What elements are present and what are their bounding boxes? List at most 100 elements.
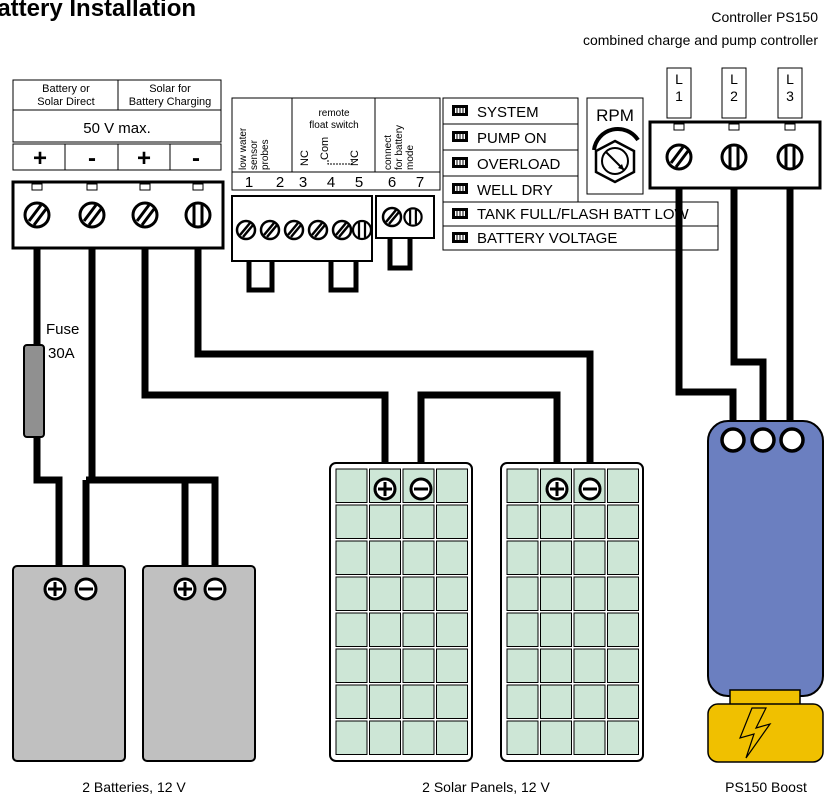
motor-label-l1-letter: L <box>675 71 683 87</box>
panels-caption: 2 Solar Panels, 12 V <box>422 779 550 795</box>
solar-cell <box>540 612 572 647</box>
solar-cell <box>369 612 401 647</box>
solar-cell <box>369 684 401 719</box>
controller-name: Controller PS150 <box>711 9 818 25</box>
solar-cell <box>335 720 368 755</box>
solar-cell <box>607 576 639 611</box>
solar-cell <box>540 720 572 755</box>
solar-cell <box>607 612 639 647</box>
fuse: Fuse 30A <box>23 321 79 438</box>
motor-label-l1-number: 1 <box>675 88 683 104</box>
motor-label-l3-number: 3 <box>786 88 794 104</box>
fuse-rating: 30A <box>48 345 75 362</box>
solar-cell <box>436 648 468 683</box>
solar-cell <box>506 504 539 539</box>
solar-cell <box>607 468 639 503</box>
wires <box>33 188 794 583</box>
motor-label-l2-number: 2 <box>730 88 738 104</box>
solar-cell <box>607 504 639 539</box>
solar-cell <box>607 648 639 683</box>
solar-cell <box>506 684 539 719</box>
signal-terminal-block <box>231 195 435 293</box>
solar-cell <box>369 504 401 539</box>
indicator-overload: OVERLOAD <box>477 156 561 173</box>
motor-terminal-block <box>648 120 822 190</box>
solar-cell <box>402 540 435 575</box>
battery-1 <box>12 565 126 762</box>
solar-cell <box>540 648 572 683</box>
solar-cell <box>436 576 468 611</box>
max-voltage-label: 50 V max. <box>83 120 151 137</box>
sensor-label-3: probes <box>260 139 271 170</box>
batteries-caption: 2 Batteries, 12 V <box>82 779 186 795</box>
battery-mode-label-3: mode <box>405 145 416 170</box>
solar-cell <box>335 468 368 503</box>
solar-cell <box>540 504 572 539</box>
solar-cell <box>436 468 468 503</box>
solar-cell <box>436 684 468 719</box>
sensor-label-2: sensor <box>249 139 260 170</box>
rpm-knob: RPM <box>586 97 644 195</box>
solar-cell <box>573 540 606 575</box>
controller-subtitle: combined charge and pump controller <box>583 32 818 48</box>
solar-cell <box>540 540 572 575</box>
signal-terminal-header: low water sensor probes remote float swi… <box>231 97 441 191</box>
solar-cell <box>436 540 468 575</box>
solar-cell <box>402 612 435 647</box>
motor-terminal-labels: L 1 L 2 L 3 <box>666 67 803 119</box>
solar-cell <box>335 648 368 683</box>
solar-cell <box>402 720 435 755</box>
solar-cell <box>335 504 368 539</box>
battery-header-line2: Solar Direct <box>37 96 94 108</box>
solar-cell <box>402 648 435 683</box>
solar-cell <box>607 684 639 719</box>
terminal-number-4: 4 <box>327 174 335 191</box>
power-terminal-block <box>11 180 225 250</box>
solar-cell <box>573 504 606 539</box>
solar-cell <box>436 504 468 539</box>
solar-cell <box>573 612 606 647</box>
lightning-icon <box>738 707 772 759</box>
solar-cell <box>402 504 435 539</box>
indicator-system: SYSTEM <box>477 104 539 121</box>
terminal-number-6: 6 <box>388 174 396 191</box>
solar-cell <box>540 576 572 611</box>
terminal-number-7: 7 <box>416 174 424 191</box>
float-com: Com <box>319 137 331 160</box>
battery-mode-label-1: connect <box>383 135 394 170</box>
solar-cell <box>335 576 368 611</box>
solar-cell <box>369 576 401 611</box>
solar-cell <box>369 720 401 755</box>
solar-cell <box>402 576 435 611</box>
solar-cell <box>573 684 606 719</box>
terminal-number-2: 2 <box>276 174 284 191</box>
sensor-label-1: low water <box>238 127 249 170</box>
solar-cell <box>506 720 539 755</box>
solar-cell <box>506 540 539 575</box>
solar-cell <box>335 612 368 647</box>
solar-header-line2: Battery Charging <box>129 96 212 108</box>
fuse-label: Fuse <box>46 321 79 338</box>
motor-label-l2-letter: L <box>730 71 738 87</box>
terminal-number-5: 5 <box>355 174 363 191</box>
float-nc-2: NC <box>349 150 361 166</box>
polarity-plus-1: + <box>33 145 47 172</box>
indicator-panel: SYSTEM PUMP ON OVERLOAD WELL DRY TANK FU… <box>442 97 719 251</box>
solar-cell <box>436 612 468 647</box>
solar-panel-1-cells <box>335 468 468 755</box>
motor-label-l3-letter: L <box>786 71 794 87</box>
float-nc-1: NC <box>299 150 311 166</box>
terminal-number-1: 1 <box>245 174 253 191</box>
solar-cell <box>436 720 468 755</box>
power-terminal-header: Battery or Solar Direct Solar for Batter… <box>12 79 222 172</box>
solar-cell <box>607 540 639 575</box>
polarity-minus-2: - <box>192 145 200 172</box>
indicator-tank-full: TANK FULL/FLASH BATT LOW <box>477 206 690 223</box>
solar-cell <box>573 576 606 611</box>
rpm-label: RPM <box>596 106 634 125</box>
solar-cell <box>369 540 401 575</box>
polarity-minus-1: - <box>88 145 96 172</box>
solar-header-line1: Solar for <box>149 83 191 95</box>
page-title: Battery Installation <box>0 0 196 22</box>
